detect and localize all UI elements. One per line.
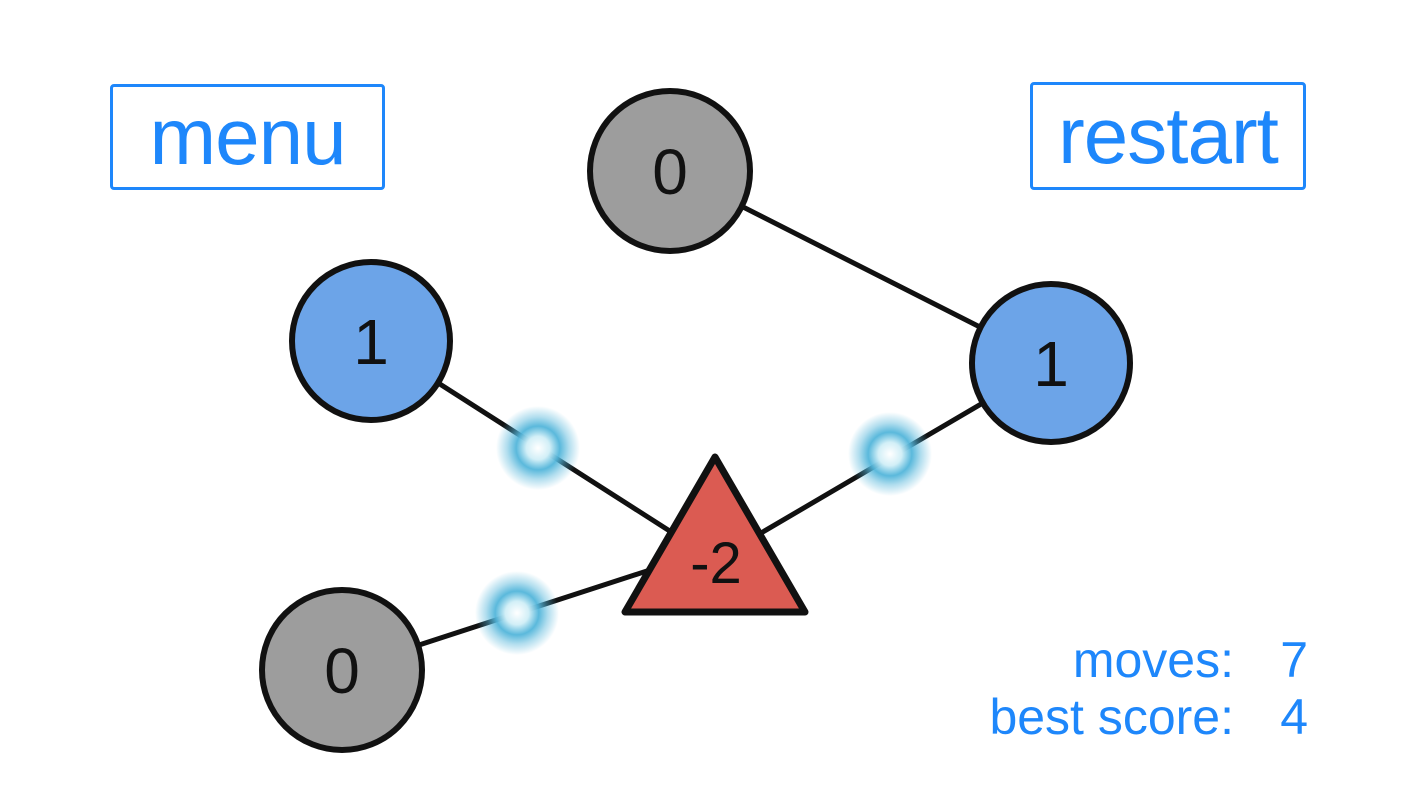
edge-glow-dot[interactable] bbox=[496, 406, 580, 490]
node-right-value: 1 bbox=[1033, 328, 1069, 400]
glow-dot-layer bbox=[475, 406, 932, 655]
menu-button[interactable]: menu bbox=[110, 84, 385, 190]
node-center-shape[interactable] bbox=[621, 453, 809, 616]
restart-button-label: restart bbox=[1058, 91, 1279, 180]
node-center-value: -2 bbox=[690, 531, 742, 596]
node-left-circle[interactable] bbox=[289, 259, 453, 423]
node-top-circle[interactable] bbox=[587, 88, 753, 254]
node-bottom-circle[interactable] bbox=[259, 587, 425, 753]
node-left[interactable]: 1 bbox=[289, 259, 453, 423]
node-center-triangle[interactable]: -2 bbox=[621, 453, 809, 616]
edge-glow-dot[interactable] bbox=[475, 571, 559, 655]
node-bottom[interactable]: 0 bbox=[259, 587, 425, 753]
node-bottom-value: 0 bbox=[324, 635, 360, 707]
best-score-value: 4 bbox=[1280, 689, 1308, 745]
edge-glow-dot[interactable] bbox=[848, 412, 932, 496]
moves-value: 7 bbox=[1280, 632, 1308, 688]
menu-button-label: menu bbox=[149, 92, 346, 181]
node-right-circle[interactable] bbox=[969, 281, 1133, 445]
node-top[interactable]: 0 bbox=[587, 88, 753, 254]
node-left-value: 1 bbox=[353, 306, 389, 378]
restart-button[interactable]: restart bbox=[1030, 82, 1306, 190]
node-right[interactable]: 1 bbox=[969, 281, 1133, 445]
best-score-label: best score: bbox=[989, 689, 1234, 745]
moves-label: moves: bbox=[1072, 632, 1234, 688]
node-top-value: 0 bbox=[652, 136, 688, 208]
score-panel: moves: 7 best score: 4 bbox=[989, 632, 1308, 746]
